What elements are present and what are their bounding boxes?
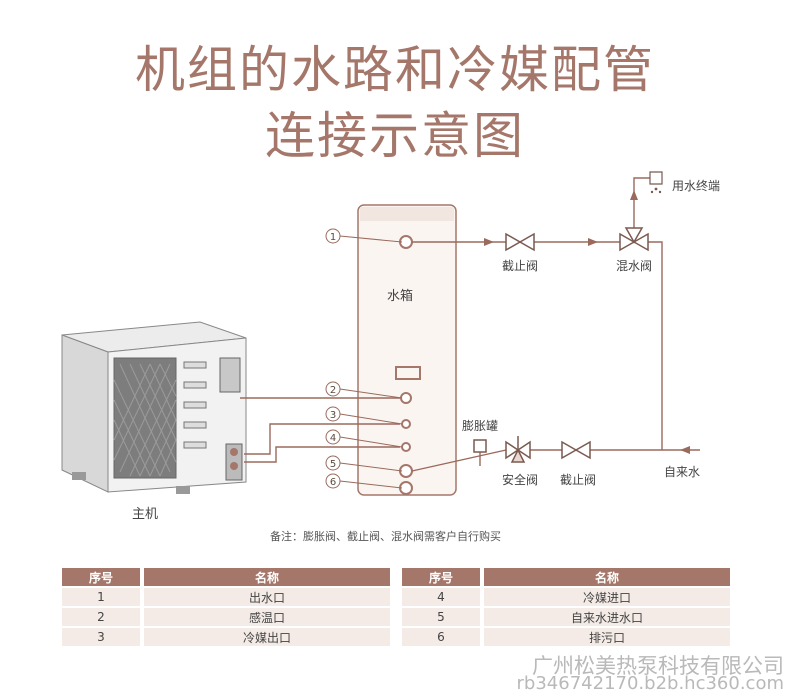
end-use-label: 用水终端 xyxy=(672,178,720,193)
mixing-valve-label: 混水阀 xyxy=(616,259,652,273)
page-title: 机组的水路和冷媒配管 xyxy=(135,41,655,99)
watermark-url: rb346742170.b2b.hc360.com xyxy=(516,673,784,694)
cell-name: 冷媒出口 xyxy=(144,628,390,646)
safety-valve-label: 安全阀 xyxy=(502,472,538,487)
port-table-left: 序号 名称 1 出水口 2 感温口 3 冷媒出口 xyxy=(62,566,390,648)
cell-name: 感温口 xyxy=(144,608,390,626)
shutoff-valve-bottom-label: 截止阀 xyxy=(560,473,596,487)
port-number-3: 3 xyxy=(330,410,336,421)
expansion-tank-label: 膨胀罐 xyxy=(462,419,498,433)
shutoff-valve-top xyxy=(505,232,535,252)
port-number-2: 2 xyxy=(330,385,336,396)
mixing-valve xyxy=(619,227,649,252)
cell-index: 4 xyxy=(402,588,480,606)
cell-index: 6 xyxy=(402,628,480,646)
main-unit-label: 主机 xyxy=(132,507,158,522)
watermark-company: 广州松美热泵科技有限公司 xyxy=(532,654,784,678)
flow-arrows xyxy=(484,190,690,454)
port-number-6: 6 xyxy=(330,477,336,488)
port-number-1: 1 xyxy=(330,232,336,243)
table-header: 序号 名称 xyxy=(62,568,390,586)
page-subtitle: 连接示意图 xyxy=(265,107,525,165)
cell-name: 排污口 xyxy=(484,628,730,646)
port-number-4: 4 xyxy=(330,433,336,444)
port-callout-2 xyxy=(325,381,341,397)
port-callout-1 xyxy=(325,228,341,244)
tank-label: 水箱 xyxy=(387,288,413,304)
header-name: 名称 xyxy=(144,568,390,586)
port-table-right: 序号 名称 4 冷媒进口 5 自来水进水口 6 排污口 xyxy=(402,566,730,648)
shutoff-valve-top-label: 截止阀 xyxy=(502,259,538,273)
safety-valve xyxy=(505,436,531,463)
header-index: 序号 xyxy=(402,568,480,586)
cell-name: 冷媒进口 xyxy=(484,588,730,606)
expansion-tank xyxy=(473,439,487,453)
tap-water-label: 自来水 xyxy=(664,465,700,479)
cell-index: 1 xyxy=(62,588,140,606)
cell-name: 出水口 xyxy=(144,588,390,606)
port-callout-3 xyxy=(325,406,341,422)
cell-index: 5 xyxy=(402,608,480,626)
port-number-5: 5 xyxy=(330,459,336,470)
cell-index: 3 xyxy=(62,628,140,646)
port-callout-4 xyxy=(325,429,341,445)
header-index: 序号 xyxy=(62,568,140,586)
table-row: 5 自来水进水口 xyxy=(402,608,730,626)
water-tank xyxy=(357,204,457,496)
shutoff-valve-bottom xyxy=(561,440,591,460)
table-row: 3 冷媒出口 xyxy=(62,628,390,646)
cell-index: 2 xyxy=(62,608,140,626)
tank-display xyxy=(395,366,421,380)
port-callout-6 xyxy=(325,473,341,489)
table-header: 序号 名称 xyxy=(402,568,730,586)
control-box xyxy=(219,357,241,393)
main-unit xyxy=(61,321,247,494)
footnote: 备注：膨胀阀、截止阀、混水阀需客户自行购买 xyxy=(270,530,501,543)
table-row: 4 冷媒进口 xyxy=(402,588,730,606)
table-row: 6 排污口 xyxy=(402,628,730,646)
port-callout-5 xyxy=(325,455,341,471)
table-row: 1 出水口 xyxy=(62,588,390,606)
cell-name: 自来水进水口 xyxy=(484,608,730,626)
header-name: 名称 xyxy=(484,568,730,586)
table-row: 2 感温口 xyxy=(62,608,390,626)
shower-head-icon xyxy=(649,171,663,194)
